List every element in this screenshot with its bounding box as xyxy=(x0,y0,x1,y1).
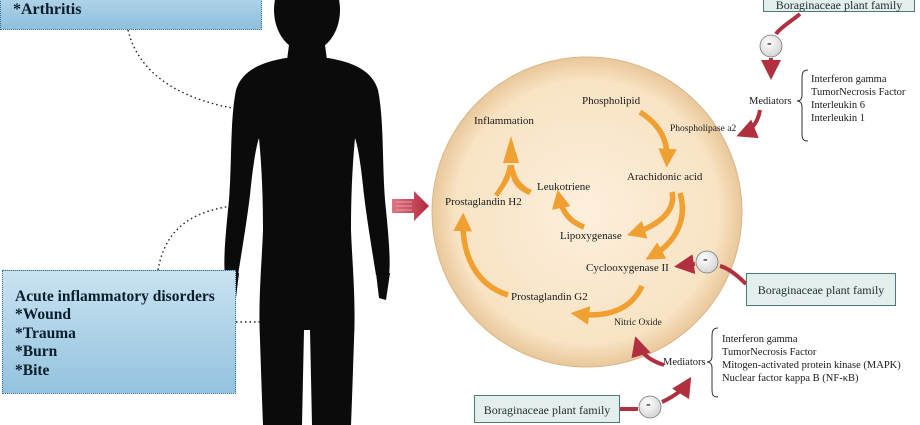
mediators-list-bottom: Interferon gamma TumorNecrosis Factor Mi… xyxy=(722,333,901,385)
arrow-arachidonic-to-cyclooxygenase xyxy=(645,192,686,260)
label-phospholipase: Phospholipase a2 xyxy=(670,124,737,134)
mediator-item: Interleukin 6 xyxy=(811,100,865,111)
acute-item: *Burn xyxy=(15,343,58,361)
label-nitric-oxide: Nitric Oxide xyxy=(614,318,662,328)
mediator-item: Nuclear factor kappa B (NF-κB) xyxy=(722,373,859,384)
arrow-mediators-to-phospholipase xyxy=(736,109,762,139)
bracket-top-mediators xyxy=(796,69,809,142)
arrow-minus-to-mediators-bottom xyxy=(661,376,692,404)
arrow-minus-to-cyclooxygenase xyxy=(674,254,696,275)
plant-family-box-top: Boraginaceae plant family xyxy=(763,0,915,12)
acute-item: *Bite xyxy=(15,361,50,379)
arrow-mediators-to-nitric-oxide xyxy=(631,336,665,367)
bracket-bottom-mediators xyxy=(706,327,719,398)
arrow-plant-middle-to-minus xyxy=(719,264,748,286)
arrow-lipoxygenase-to-leukotriene xyxy=(552,189,586,230)
inhibit-minus-bottom: - xyxy=(646,397,651,412)
mediators-label-top: Mediators xyxy=(749,96,792,107)
label-prostaglandin-g2: Prostaglandin G2 xyxy=(511,291,588,303)
arrow-cyclooxygenase-to-pgg2 xyxy=(570,284,645,325)
plant-family-box-middle: Boraginaceae plant family xyxy=(746,273,896,306)
mediator-item: Interleukin 1 xyxy=(811,113,865,124)
mediator-item: TumorNecrosis Factor xyxy=(722,347,817,358)
inhibit-symbol-bottom xyxy=(638,395,662,419)
dotted-connector-chronic xyxy=(127,29,233,109)
plant-family-box-bottom: Boraginaceae plant family xyxy=(474,395,620,423)
inhibit-symbol-top xyxy=(759,34,783,58)
human-silhouette-icon xyxy=(224,0,390,425)
arrow-pgg2-to-pgh2 xyxy=(453,212,509,298)
arrow-plant-top-to-minus xyxy=(774,12,802,36)
acute-box-title: Acute inflammatory disorders xyxy=(15,288,215,305)
label-prostaglandin-h2: Prostaglandin H2 xyxy=(445,196,522,208)
label-arachidonic-acid: Arachidonic acid xyxy=(627,171,703,183)
inhibit-minus-middle: - xyxy=(703,252,708,267)
mediator-item: TumorNecrosis Factor xyxy=(811,87,906,98)
mediator-item: Interferon gamma xyxy=(722,334,798,345)
label-leukotriene: Leukotriene xyxy=(537,181,591,193)
label-cyclooxygenase: Cyclooxygenase II xyxy=(586,262,669,274)
label-inflammation: Inflammation xyxy=(474,115,534,127)
inhibit-minus-top: - xyxy=(767,36,772,51)
chronic-item-arthritis: *Arthritis xyxy=(13,1,82,18)
mediators-label-bottom: Mediators xyxy=(663,357,706,368)
inhibit-symbol-middle xyxy=(695,250,719,274)
mediators-list-top: Interferon gamma TumorNecrosis Factor In… xyxy=(811,73,905,125)
label-lipoxygenase: Lipoxygenase xyxy=(560,230,622,242)
chronic-disorders-box: *Arthritis xyxy=(0,0,262,30)
arrow-arachidonic-to-lipoxygenase xyxy=(626,191,676,239)
acute-item: *Trauma xyxy=(15,324,76,342)
arrow-to-inflammation xyxy=(494,136,532,197)
mediator-item: Interferon gamma xyxy=(811,74,887,85)
acute-disorders-box: Acute inflammatory disorders *Wound *Tra… xyxy=(2,270,236,394)
acute-item: *Wound xyxy=(15,306,72,324)
mediator-item: Mitogen-activated protein kinase (MAPK) xyxy=(722,360,901,371)
arrow-phospholipid-to-arachidonic xyxy=(638,109,677,168)
label-phospholipid: Phospholipid xyxy=(582,95,641,107)
